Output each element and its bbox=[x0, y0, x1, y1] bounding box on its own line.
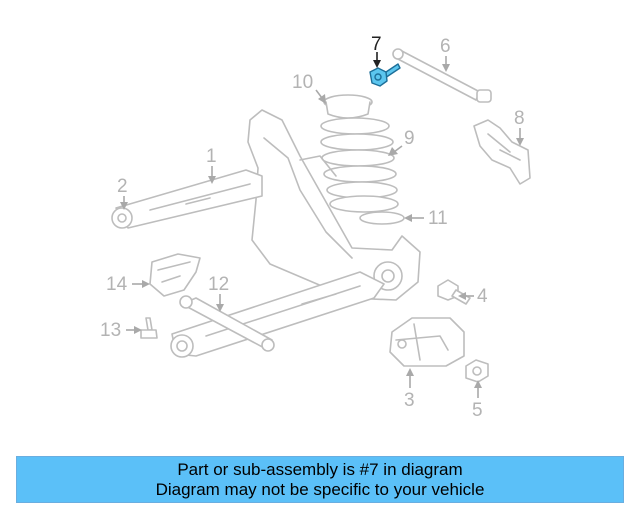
callout-5: 5 bbox=[472, 400, 483, 421]
part-7-bolt bbox=[369, 63, 401, 87]
part-5-nut bbox=[465, 359, 489, 383]
part-2-trailing-arm bbox=[111, 169, 263, 229]
callout-7: 7 bbox=[371, 34, 382, 55]
part-10-upper-insulator bbox=[323, 94, 373, 119]
suspension-parts-diagram: 1 2 3 4 5 6 7 8 9 10 11 12 13 14 bbox=[100, 34, 531, 421]
callout-6: 6 bbox=[440, 36, 451, 57]
part-6-lateral-link bbox=[392, 48, 492, 103]
part-4-bolt bbox=[437, 279, 471, 305]
callout-13: 13 bbox=[100, 320, 121, 341]
callout-12: 12 bbox=[208, 274, 229, 295]
callout-labels: 1 2 3 4 5 6 7 8 9 10 11 12 13 14 bbox=[100, 34, 525, 421]
caption-disclaimer-line: Diagram may not be specific to your vehi… bbox=[155, 479, 485, 499]
part-11-lower-insulator bbox=[359, 211, 405, 225]
diagram-caption: Part or sub-assembly is #7 in diagram Di… bbox=[16, 456, 624, 503]
callout-8: 8 bbox=[514, 108, 525, 129]
part-8-bracket bbox=[473, 119, 531, 185]
part-1-axle-beam bbox=[247, 109, 421, 301]
callout-2: 2 bbox=[117, 176, 128, 197]
part-12-lower-arm bbox=[170, 271, 385, 358]
leader-lines bbox=[120, 52, 524, 398]
caption-part-line: Part or sub-assembly is #7 in diagram bbox=[177, 459, 463, 479]
callout-14: 14 bbox=[106, 274, 128, 295]
part-13-bolt bbox=[140, 317, 158, 339]
part-14-bracket bbox=[149, 253, 201, 297]
callout-4: 4 bbox=[477, 286, 488, 307]
part-3-mount bbox=[389, 317, 465, 367]
callout-1: 1 bbox=[206, 146, 217, 167]
callout-11: 11 bbox=[428, 208, 448, 229]
callout-3: 3 bbox=[404, 390, 415, 411]
part-9-coil-spring bbox=[320, 117, 399, 213]
callout-10: 10 bbox=[292, 72, 313, 93]
callout-9: 9 bbox=[404, 128, 415, 149]
